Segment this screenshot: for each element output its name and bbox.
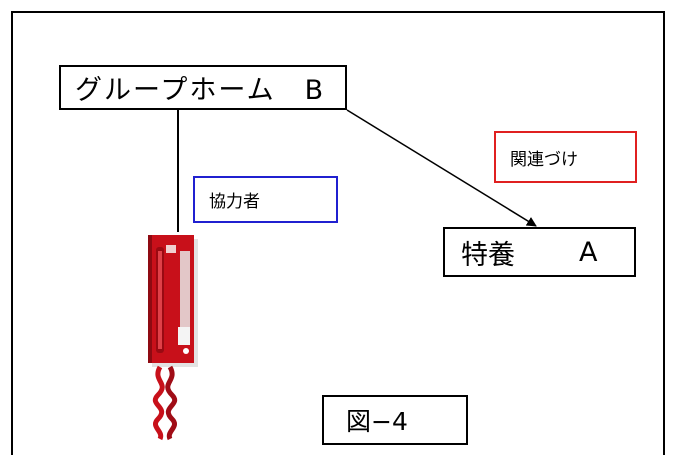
- group-home-label: グループホーム B: [75, 75, 326, 106]
- group-home-box: グループホーム B: [59, 65, 347, 110]
- relation-label: 関連づけ: [510, 149, 578, 170]
- figure-label: 図−4: [346, 407, 408, 436]
- tokuyo-letter: A: [579, 236, 598, 268]
- cooperator-box: 協力者: [193, 176, 338, 223]
- cooperator-label: 協力者: [209, 192, 260, 212]
- relation-box: 関連づけ: [494, 131, 637, 183]
- figure-label-box: 図−4: [322, 395, 468, 445]
- group-to-tokuyo-arrow: [346, 109, 537, 227]
- emergency-phone-icon: [148, 235, 198, 441]
- tokuyo-name: 特養: [461, 239, 515, 271]
- tokuyo-box: 特養 A: [443, 227, 636, 277]
